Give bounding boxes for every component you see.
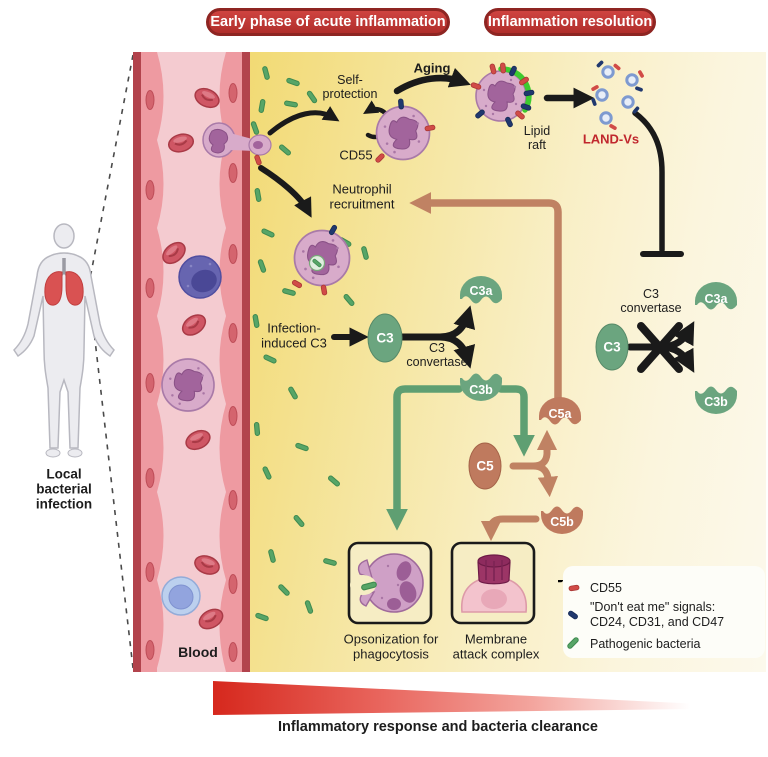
label-c5: C5 xyxy=(476,458,494,474)
label-opsonization: Opsonization for phagocytosis xyxy=(343,631,439,661)
label-c3: C3 xyxy=(376,330,394,346)
label-infection-induced-c3: Infection- induced C3 xyxy=(261,320,327,350)
label-neutrophil-recruitment: Neutrophil recruitment xyxy=(329,181,395,211)
label-self-protection: Self- protection xyxy=(322,73,378,101)
aged-neutrophil xyxy=(470,62,535,129)
banner-resolution: Inflammation resolution xyxy=(484,8,656,36)
label-resolution-c3a: C3a xyxy=(704,292,728,306)
complement-molecules xyxy=(367,276,737,534)
bacteria-icon xyxy=(567,637,579,649)
black-arrows xyxy=(258,67,695,373)
legend-signals-line2: CD24, CD31, and CD47 xyxy=(590,615,725,629)
recruited-phagocytosing-neutrophil xyxy=(291,224,351,296)
infected-lungs-icon xyxy=(44,258,84,306)
label-c3-convertase: C3 convertase xyxy=(406,341,468,369)
label-c5b: C5b xyxy=(550,515,574,529)
monocyte-cell xyxy=(178,255,222,299)
blocked-c3-convertase-fork xyxy=(626,321,695,373)
figure-caption: Inflammatory response and bacteria clear… xyxy=(278,719,598,735)
legend-panel xyxy=(563,566,765,658)
label-resolution-c3: C3 xyxy=(603,339,621,355)
legend-bacteria-label: Pathogenic bacteria xyxy=(590,637,701,651)
banner-early-phase: Early phase of acute inflammation xyxy=(206,8,450,36)
label-local-infection: Local bacterial infection xyxy=(35,466,93,512)
label-blood: Blood xyxy=(178,644,218,661)
cd55-icon xyxy=(568,584,580,592)
legend-icons xyxy=(558,580,580,649)
label-land-vs: LAND-Vs xyxy=(582,131,640,147)
opsonization-cell xyxy=(350,553,424,613)
label-aging: Aging xyxy=(413,60,451,76)
label-c3b: C3b xyxy=(469,383,493,397)
self-protected-neutrophil xyxy=(374,98,436,164)
label-lipid-raft: Lipid raft xyxy=(523,124,551,152)
human-figure xyxy=(13,223,115,458)
dont-eat-me-icon xyxy=(567,609,579,621)
membrane-attack-complex-cell xyxy=(461,554,527,613)
zoom-dashed-lines xyxy=(87,54,134,669)
green-arrows xyxy=(386,385,535,531)
legend-cd55-label: CD55 xyxy=(590,581,622,595)
recruitment-arrow xyxy=(258,165,312,218)
blood-vessel xyxy=(133,52,250,672)
label-resolution-c3-convertase: C3 convertase xyxy=(620,287,682,315)
land-vs-vesicles xyxy=(590,59,645,131)
label-resolution-c3b: C3b xyxy=(704,395,728,409)
legend-signals-line1: "Don't eat me" signals: xyxy=(590,600,716,614)
outcome-boxes xyxy=(347,541,536,625)
label-c5a: C5a xyxy=(548,407,572,421)
tan-arrows xyxy=(409,192,562,542)
landvs-inhibition-line xyxy=(632,110,684,257)
transmigrating-neutrophil xyxy=(202,122,272,166)
label-cd55: CD55 xyxy=(339,147,373,163)
neutrophil-in-vessel xyxy=(161,358,215,412)
aging-arrow xyxy=(393,67,471,95)
c5a-feedback-arrow xyxy=(409,192,562,406)
label-mac: Membrane attack complex xyxy=(452,631,540,661)
label-c3a: C3a xyxy=(469,284,493,298)
lymphocyte-cell xyxy=(161,576,201,616)
